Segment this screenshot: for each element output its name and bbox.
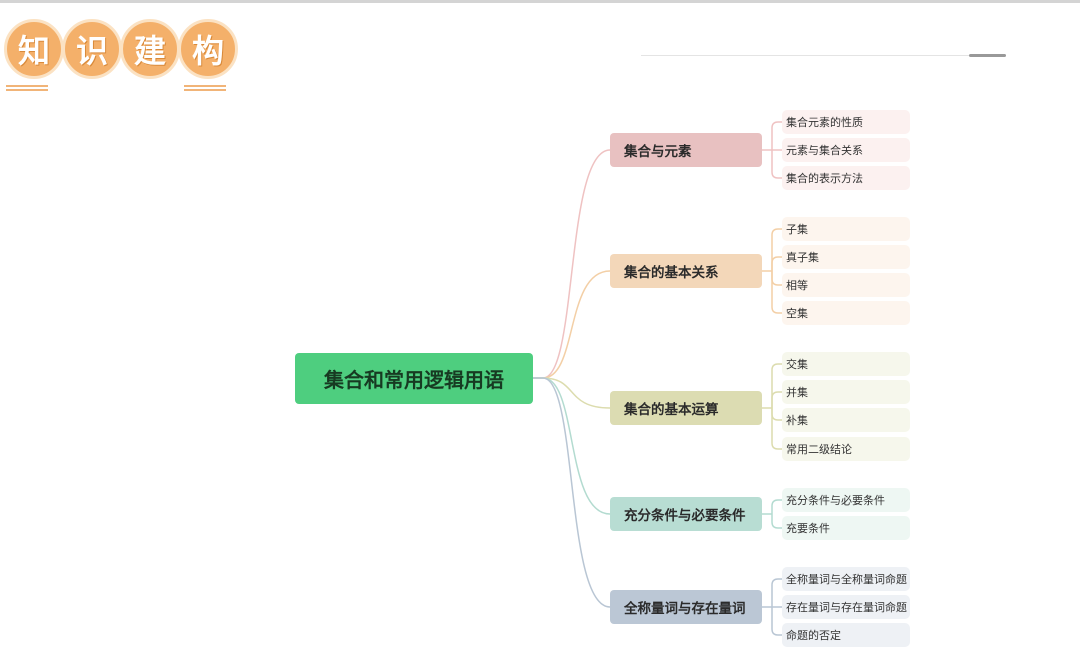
badge-underline xyxy=(6,89,48,91)
knowledge-structure-badge: 知 识 建 构 xyxy=(4,19,240,99)
mindmap-leaf-node[interactable]: 充分条件与必要条件 xyxy=(782,488,910,512)
branch-to-leaf-connector xyxy=(771,578,782,607)
mindmap-branch-node[interactable]: 充分条件与必要条件 xyxy=(610,497,762,531)
branch-to-leaf-connector xyxy=(771,514,782,529)
badge-underline xyxy=(6,85,48,87)
branch-to-leaf-connector xyxy=(771,150,782,179)
mindmap-leaf-node[interactable]: 相等 xyxy=(782,273,910,297)
decorative-dash xyxy=(969,54,1006,57)
mindmap-branch-node[interactable]: 集合的基本运算 xyxy=(610,391,762,425)
branch-to-leaf-connector xyxy=(771,408,782,450)
badge-char-4: 构 xyxy=(178,19,238,79)
mindmap-leaf-node[interactable]: 交集 xyxy=(782,352,910,376)
decorative-divider xyxy=(641,55,1006,56)
mindmap-leaf-node[interactable]: 集合元素的性质 xyxy=(782,110,910,134)
mindmap-branch-node[interactable]: 集合的基本关系 xyxy=(610,254,762,288)
branch-to-leaf-connector xyxy=(771,607,782,636)
root-to-branch-connector xyxy=(533,377,611,608)
mindmap-leaf-node[interactable]: 集合的表示方法 xyxy=(782,166,910,190)
badge-underline xyxy=(184,85,226,87)
mindmap-leaf-node[interactable]: 子集 xyxy=(782,217,910,241)
mindmap-leaf-node[interactable]: 命题的否定 xyxy=(782,623,910,647)
badge-underline xyxy=(184,89,226,91)
mindmap-branch-node[interactable]: 全称量词与存在量词 xyxy=(610,590,762,624)
branch-to-leaf-connector xyxy=(771,121,782,150)
branch-to-leaf-connector xyxy=(771,408,782,421)
mindmap-leaf-node[interactable]: 元素与集合关系 xyxy=(782,138,910,162)
branch-to-leaf-connector xyxy=(771,256,782,271)
branch-to-leaf-connector xyxy=(771,271,782,314)
branch-to-leaf-connector xyxy=(771,228,782,271)
window-top-border xyxy=(0,0,1080,3)
badge-char-1: 知 xyxy=(4,19,64,79)
root-to-branch-connector xyxy=(533,149,611,379)
root-to-branch-connector xyxy=(533,377,611,515)
branch-to-leaf-connector xyxy=(771,363,782,408)
root-to-branch-connector xyxy=(533,270,611,379)
mindmap-branch-node[interactable]: 集合与元素 xyxy=(610,133,762,167)
branch-to-leaf-connector xyxy=(771,391,782,408)
mindmap-leaf-node[interactable]: 存在量词与存在量词命题 xyxy=(782,595,910,619)
root-to-branch-connector xyxy=(533,377,611,409)
mindmap-leaf-node[interactable]: 并集 xyxy=(782,380,910,404)
badge-char-3: 建 xyxy=(120,19,180,79)
mindmap-leaf-node[interactable]: 补集 xyxy=(782,408,910,432)
mindmap-leaf-node[interactable]: 常用二级结论 xyxy=(782,437,910,461)
mindmap-leaf-node[interactable]: 充要条件 xyxy=(782,516,910,540)
mindmap-leaf-node[interactable]: 真子集 xyxy=(782,245,910,269)
branch-to-leaf-connector xyxy=(771,271,782,286)
branch-to-leaf-connector xyxy=(771,499,782,514)
mindmap-leaf-node[interactable]: 空集 xyxy=(782,301,910,325)
mindmap-leaf-node[interactable]: 全称量词与全称量词命题 xyxy=(782,567,910,591)
mindmap-root-node[interactable]: 集合和常用逻辑用语 xyxy=(295,353,533,404)
